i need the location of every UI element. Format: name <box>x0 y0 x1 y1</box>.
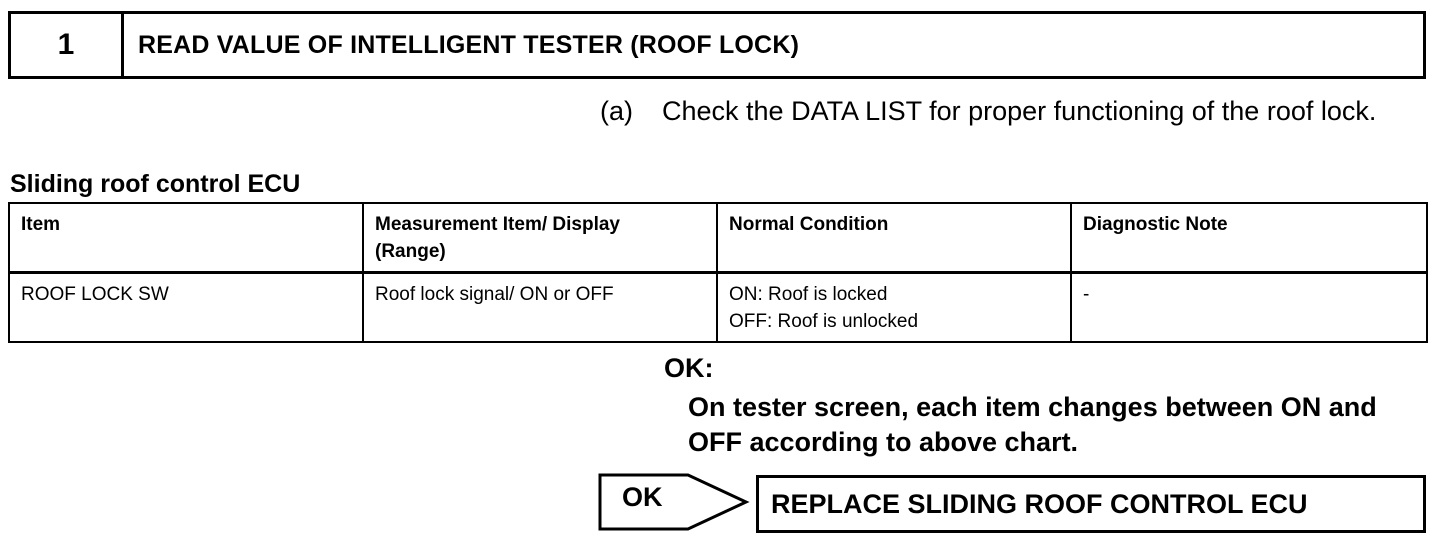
cell-measurement: Roof lock signal/ ON or OFF <box>362 271 718 343</box>
ok-arrow-icon <box>598 473 750 531</box>
step-title: READ VALUE OF INTELLIGENT TESTER (ROOF L… <box>138 30 800 59</box>
cell-normal-condition: ON: Roof is locked OFF: Roof is unlocked <box>716 271 1072 343</box>
section-title: Sliding roof control ECU <box>10 170 301 198</box>
header-normal-condition: Normal Condition <box>716 202 1072 274</box>
step-number: 1 <box>11 14 124 76</box>
step-header: 1 READ VALUE OF INTELLIGENT TESTER (ROOF… <box>8 11 1426 79</box>
instruction: (a) Check the DATA LIST for proper funct… <box>600 94 1420 129</box>
action-box: REPLACE SLIDING ROOF CONTROL ECU <box>756 475 1426 533</box>
cell-diagnostic-note: - <box>1070 271 1428 343</box>
cell-item: ROOF LOCK SW <box>8 271 364 343</box>
data-list-table: Item Measurement Item/ Display (Range) N… <box>8 202 1428 343</box>
instruction-marker: (a) <box>600 96 633 126</box>
table-row: ROOF LOCK SW Roof lock signal/ ON or OFF… <box>8 271 1428 343</box>
normal-condition-off: OFF: Roof is unlocked <box>729 311 919 332</box>
table-header-row: Item Measurement Item/ Display (Range) N… <box>8 202 1428 274</box>
header-item: Item <box>8 202 364 274</box>
ok-heading: OK: <box>664 353 714 383</box>
ok-description: On tester screen, each item changes betw… <box>688 392 1377 457</box>
instruction-text: Check the DATA LIST for proper functioni… <box>662 96 1377 126</box>
header-measurement: Measurement Item/ Display (Range) <box>362 202 718 274</box>
normal-condition-on: ON: Roof is locked <box>729 284 888 305</box>
header-measurement-range: (Range) <box>375 241 446 262</box>
header-measurement-label: Measurement Item/ Display <box>375 214 620 235</box>
header-diagnostic-note: Diagnostic Note <box>1070 202 1428 274</box>
ok-arrow-label: OK <box>622 482 663 512</box>
